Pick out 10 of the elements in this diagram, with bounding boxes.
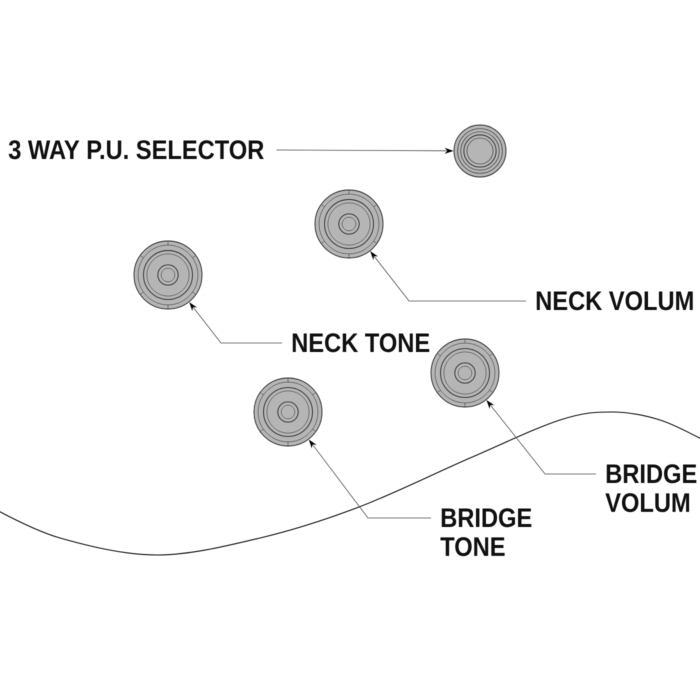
callout-label: NECK VOLUM <box>536 291 693 310</box>
control-knob <box>254 378 322 446</box>
callout-label: BRIDGE TONE <box>440 508 532 556</box>
control-knob <box>134 240 202 310</box>
callout-label: NECK TONE <box>292 333 430 352</box>
callout-label: 3 WAY P.U. SELECTOR <box>8 140 264 160</box>
callout-label: BRIDGE VOLUM <box>605 464 696 512</box>
control-knob <box>430 338 500 408</box>
control-knob <box>454 124 506 178</box>
control-knob <box>314 190 384 258</box>
